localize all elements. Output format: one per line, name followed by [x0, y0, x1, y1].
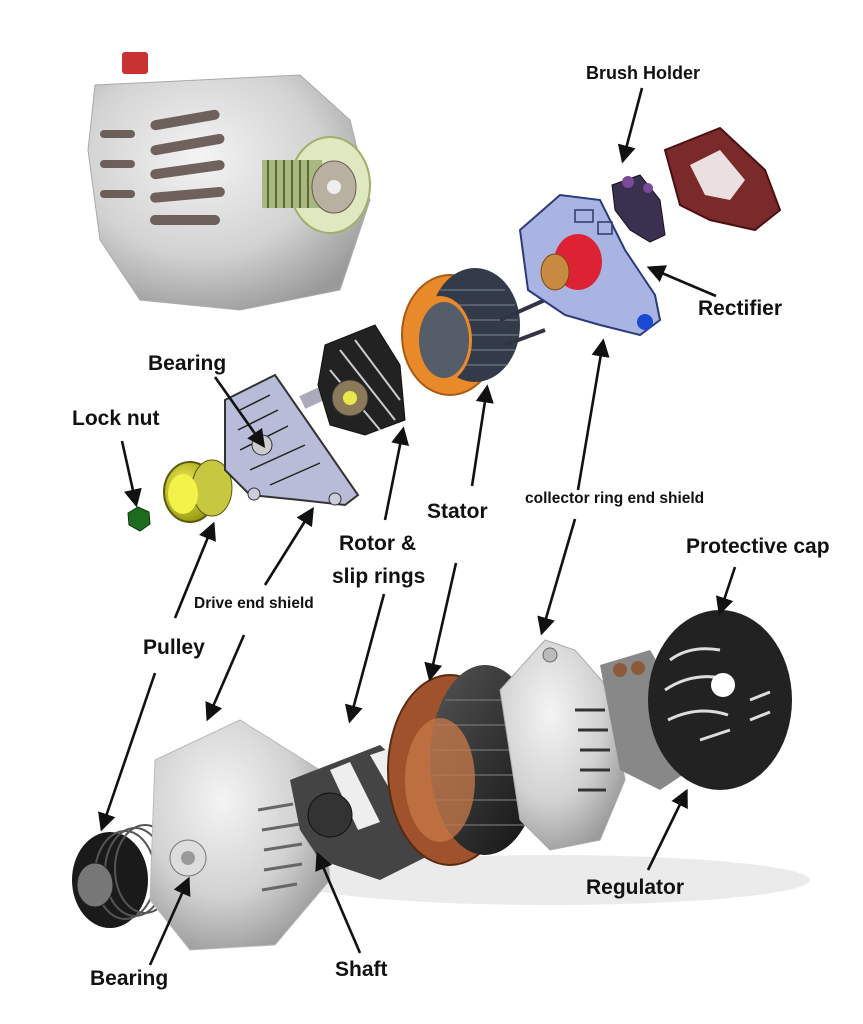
- arrow-drive-end-shield-bottom: [205, 634, 246, 722]
- arrow-drive-end-shield: [263, 506, 314, 586]
- arrow-bearing-bottom: [148, 876, 191, 966]
- label-brush-holder: Brush Holder: [586, 63, 701, 83]
- label-bearing-bottom: Bearing: [90, 967, 169, 990]
- cad-rotor: [299, 324, 406, 436]
- arrow-rotor-bottom: [345, 593, 386, 724]
- label-drive-end-shield: Drive end shield: [194, 595, 314, 612]
- arrow-protective-cap: [715, 566, 737, 616]
- arrow-brush-holder: [617, 87, 644, 164]
- arrow-rectifier: [646, 265, 717, 298]
- cad-protective-cap: [663, 126, 782, 232]
- cad-brush-holder: [611, 174, 666, 243]
- arrow-bearing-top: [213, 376, 266, 448]
- arrow-shaft: [315, 851, 362, 954]
- arrow-collector-ring-bottom: [537, 518, 577, 636]
- label-regulator: Regulator: [586, 876, 685, 899]
- label-rotor-line2: slip rings: [332, 565, 426, 588]
- label-bearing-top: Bearing: [148, 352, 227, 375]
- label-rotor-line1: Rotor &: [339, 532, 416, 555]
- arrow-pulley: [173, 521, 216, 619]
- label-lock-nut: Lock nut: [72, 407, 160, 430]
- arrow-rotor-top: [383, 426, 410, 521]
- label-protective-cap: Protective cap: [686, 535, 830, 558]
- leader-arrows: [98, 87, 737, 966]
- label-stator: Stator: [427, 500, 488, 523]
- cad-collector-ring-end-shield: [499, 193, 662, 347]
- cad-pulley: [163, 459, 233, 523]
- arrow-stator-top: [470, 384, 494, 487]
- label-pulley: Pulley: [143, 636, 205, 659]
- label-collector-ring-end-shield: collector ring end shield: [525, 490, 705, 507]
- label-shaft: Shaft: [335, 958, 388, 981]
- arrow-pulley-bottom: [98, 672, 157, 832]
- label-rectifier: Rectifier: [698, 297, 783, 320]
- cad-lock-nut: [127, 506, 151, 532]
- assembled-alternator-image: [87, 52, 371, 311]
- arrow-collector-ring-top: [576, 338, 610, 491]
- arrow-stator-bottom: [424, 562, 458, 682]
- arrow-lock-nut: [120, 440, 142, 508]
- cutaway-alternator-image: [72, 610, 810, 951]
- cad-stator: [401, 268, 520, 396]
- arrow-regulator: [646, 788, 688, 871]
